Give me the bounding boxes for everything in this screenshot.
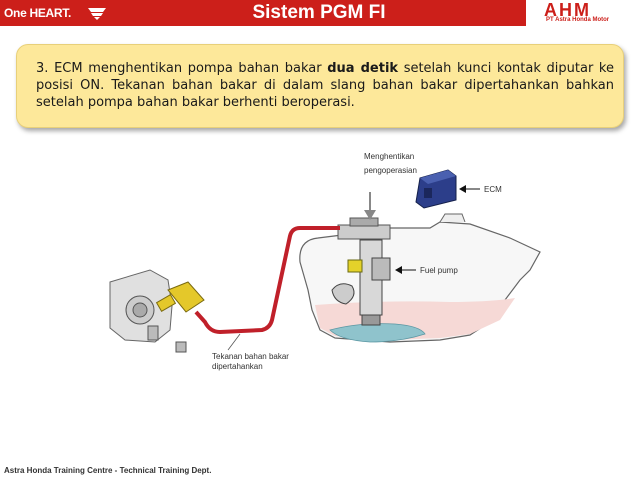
label-pressure: Tekanan bahan bakar dipertahankan: [212, 352, 289, 372]
ahm-subtitle: PT Astra Honda Motor: [546, 17, 610, 23]
callout-text-before: ECM menghentikan pompa bahan bakar: [54, 61, 328, 76]
footer-text: Astra Honda Training Centre - Technical …: [4, 466, 212, 475]
stop-arrow: [364, 192, 376, 220]
honda-wing-icon: [88, 8, 106, 20]
ecm-unit: [415, 169, 457, 209]
fuel-injector: [155, 281, 205, 313]
throttle-body: [109, 269, 187, 353]
label-fuel-pump: Fuel pump: [420, 266, 458, 275]
callout-text-bold: dua detik: [327, 61, 399, 76]
label-pressure-line2: dipertahankan: [212, 362, 263, 371]
label-ecm: ECM: [484, 185, 502, 194]
callout-text: 3. ECM menghentikan pompa bahan bakar du…: [36, 60, 614, 111]
callout-text-after: setelah kunci kontak diputar ke posisi O…: [36, 61, 614, 110]
fuel-pump: [331, 217, 391, 326]
label-pressure-line1: Tekanan bahan bakar: [212, 352, 289, 361]
header-bar: One HEART. Sistem PGM FI AHM PT Astra Ho…: [0, 0, 638, 26]
one-heart-logo: One HEART.: [4, 6, 72, 20]
label-stop-operation: Menghentikan pengoperasian: [364, 152, 417, 176]
ahm-logo-box: [526, 0, 638, 26]
ecm-arrow: [459, 185, 480, 193]
fuel-pump-arrow: [395, 266, 416, 274]
callout-box: [16, 44, 624, 128]
page-title: Sistem PGM FI: [252, 2, 386, 23]
label-stop-line1: Menghentikan: [364, 152, 415, 161]
ahm-logo: AHM: [544, 0, 591, 20]
callout-number: 3.: [36, 61, 49, 76]
fuel-system-diagram: [109, 169, 541, 353]
pressure-pointer: [227, 333, 241, 351]
fuel-hose: [194, 226, 340, 335]
brand-left: One HEART.: [0, 0, 112, 26]
fuel-tank: [299, 213, 541, 343]
label-stop-line2: pengoperasian: [364, 166, 417, 175]
